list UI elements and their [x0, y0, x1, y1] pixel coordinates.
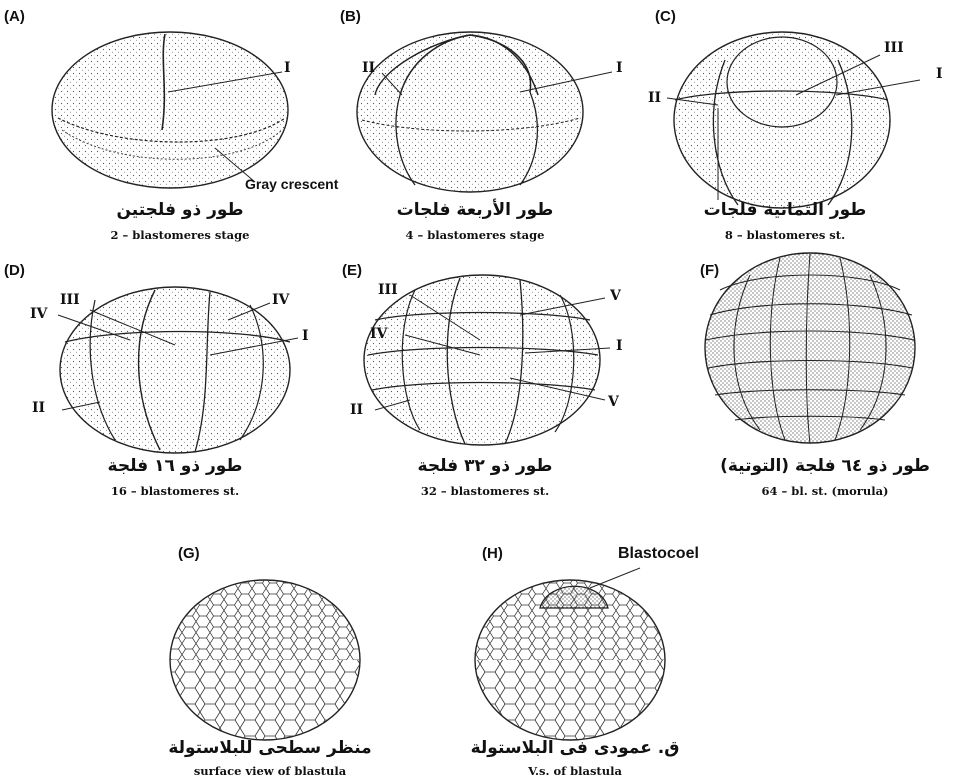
caption-ar-b: طور الأربعة فلجات — [360, 200, 590, 220]
caption-ar-a: طور ذو فلجتين — [60, 200, 300, 220]
panel-letter-a: (A) — [4, 8, 25, 25]
label-e-v-top: V — [610, 288, 621, 304]
label-d-iii: III — [60, 292, 80, 308]
panel-letter-e: (E) — [342, 262, 362, 279]
panel-letter-b: (B) — [340, 8, 361, 25]
label-a-i: I — [284, 60, 291, 76]
caption-ar-g: منظر سطحى للبلاستولة — [165, 738, 375, 758]
caption-ar-h: ق. عمودى فى البلاستولة — [470, 738, 680, 758]
embryo-c — [667, 32, 920, 208]
label-d-ii: II — [32, 400, 45, 416]
panel-letter-f: (F) — [700, 262, 719, 279]
caption-en-h: V.s. of blastula — [470, 764, 680, 778]
embryo-b — [357, 32, 612, 192]
label-e-iii: III — [378, 282, 398, 298]
panel-letter-g: (G) — [178, 545, 200, 562]
label-b-i: I — [616, 60, 623, 76]
label-c-ii: II — [648, 90, 661, 106]
embryo-a — [52, 32, 288, 188]
panel-letter-c: (C) — [655, 8, 676, 25]
panel-letter-d: (D) — [4, 262, 25, 279]
caption-en-f: 64 – bl. st. (morula) — [700, 484, 950, 498]
label-e-v-bottom: V — [608, 394, 619, 410]
caption-en-b: 4 – blastomeres stage — [360, 228, 590, 242]
embryo-e — [364, 275, 610, 445]
embryo-f — [705, 253, 915, 443]
panel-letter-h: (H) — [482, 545, 503, 562]
label-e-ii: II — [350, 402, 363, 418]
label-d-iv-right: IV — [272, 292, 289, 308]
caption-en-a: 2 – blastomeres stage — [60, 228, 300, 242]
label-d-i: I — [302, 328, 309, 344]
caption-en-g: surface view of blastula — [165, 764, 375, 778]
embryo-g — [170, 580, 360, 740]
caption-ar-e: طور ذو ٣٢ فلجة — [380, 456, 590, 476]
caption-ar-f: طور ذو ٦٤ فلجة (التوتية) — [700, 456, 950, 476]
caption-ar-d: طور ذو ١٦ فلجة — [70, 456, 280, 476]
label-d-iv-left: IV — [30, 306, 47, 322]
caption-en-c: 8 – blastomeres st. — [680, 228, 890, 242]
embryo-h — [475, 568, 665, 740]
label-b-ii: II — [362, 60, 375, 76]
label-c-iii: III — [884, 40, 904, 56]
label-gray-crescent: Gray crescent — [245, 176, 338, 192]
label-e-i: I — [616, 338, 623, 354]
caption-ar-c: طور الثمانية فلجات — [680, 200, 890, 220]
label-e-iv: IV — [370, 326, 387, 342]
embryo-d — [58, 287, 298, 453]
label-c-i: I — [936, 66, 943, 82]
label-blastocoel: Blastocoel — [618, 545, 699, 563]
caption-en-e: 32 – blastomeres st. — [380, 484, 590, 498]
caption-en-d: 16 – blastomeres st. — [70, 484, 280, 498]
